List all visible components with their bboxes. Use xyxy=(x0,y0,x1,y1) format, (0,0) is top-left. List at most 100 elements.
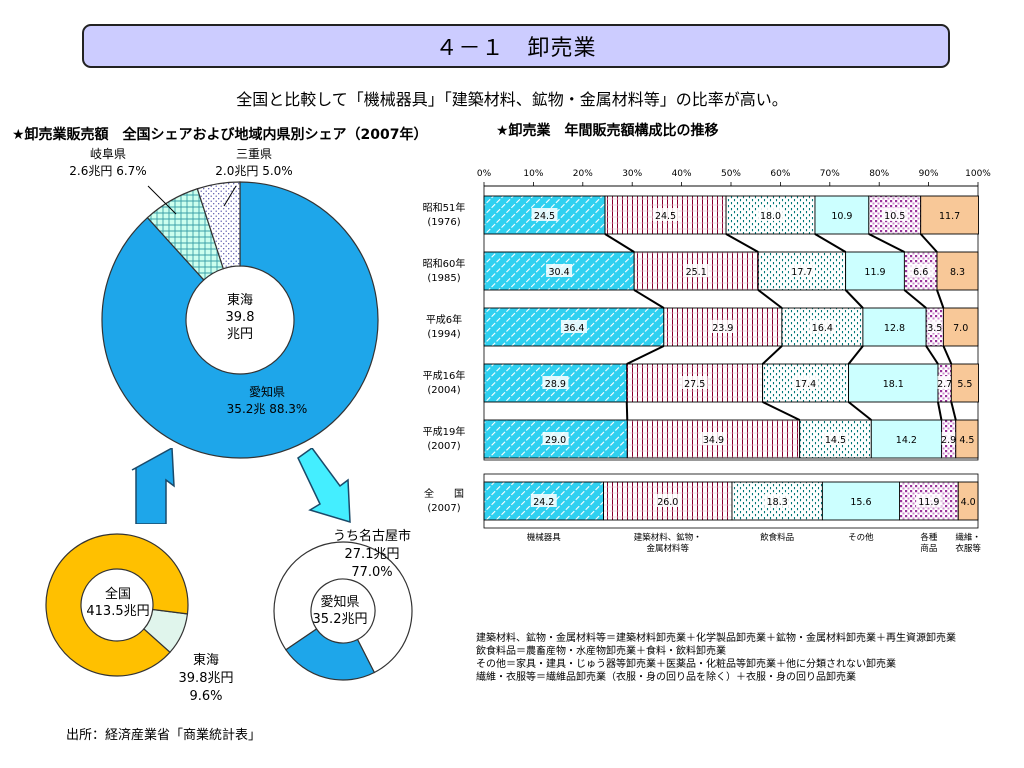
connector-line xyxy=(633,289,665,309)
aichi-center-2: 35.2兆円 xyxy=(312,612,368,627)
bar-value-label: 10.9 xyxy=(831,211,852,222)
note-line: 飲食料品＝農畜産物・水産物卸売業＋食料・飲料卸売業 xyxy=(476,646,726,657)
bar-label-background xyxy=(809,320,836,333)
bar-segment xyxy=(845,251,905,291)
tokai-center-label: 東海 39.8 兆円 xyxy=(200,292,280,343)
x-tick-label: 50% xyxy=(721,169,741,179)
bar-segment xyxy=(762,363,850,403)
bar-value-label: 28.9 xyxy=(545,379,566,390)
bar-label-background xyxy=(560,320,587,333)
connector-line xyxy=(919,233,938,253)
bar-value-label: 15.6 xyxy=(850,497,871,508)
series-label: 建築材料、鉱物・ xyxy=(634,532,702,543)
bar-value-label: 36.4 xyxy=(563,323,584,334)
x-tick-label: 70% xyxy=(820,169,840,179)
bar-label-background xyxy=(881,208,908,221)
bar-value-label: 11.7 xyxy=(939,211,960,222)
bar-segment xyxy=(870,419,942,459)
national-donut-chart xyxy=(45,533,189,677)
bar-segment xyxy=(936,251,979,291)
category-year-label: (2007) xyxy=(427,503,460,514)
gifu-value: 2.6兆円 6.7% xyxy=(69,164,147,178)
x-tick-label: 40% xyxy=(672,169,692,179)
nagoya-label: うち名古屋市 27.1兆円 77.0% xyxy=(322,528,422,582)
bar-value-label: 24.2 xyxy=(533,497,554,508)
connector-line xyxy=(942,345,953,365)
bar-value-label: 16.4 xyxy=(812,323,833,334)
bar-label-background xyxy=(941,432,956,445)
tokai-share-name: 東海 xyxy=(192,653,219,668)
page-title-text: ４－１ 卸売業 xyxy=(435,36,597,61)
bar-segment xyxy=(862,307,927,347)
bar-value-label: 11.9 xyxy=(918,497,939,508)
bar-value-label: 3.5 xyxy=(927,323,942,334)
bar-value-label: 17.7 xyxy=(791,267,812,278)
bar-label-background xyxy=(542,376,569,389)
bar-value-label: 18.1 xyxy=(883,379,904,390)
bar-value-label: 29.0 xyxy=(545,435,566,446)
bar-value-label: 4.0 xyxy=(961,497,976,508)
series-label: 飲食料品 xyxy=(760,532,794,543)
down-arrow-icon xyxy=(297,448,351,524)
bar-value-label: 6.6 xyxy=(913,267,928,278)
connector-line xyxy=(757,289,783,309)
category-year-label: (2007) xyxy=(427,441,460,452)
bar-segment xyxy=(848,363,939,403)
x-tick-label: 100% xyxy=(965,169,991,179)
connector-line xyxy=(868,233,905,253)
bar-value-label: 4.5 xyxy=(959,435,974,446)
category-year-label: (1994) xyxy=(427,329,460,340)
bar-label-background xyxy=(542,432,569,445)
page-subtitle: 全国と比較して「機械器具」「建築材料、鉱物・金属材料等」の比率が高い。 xyxy=(236,90,788,109)
donut-slice xyxy=(101,181,379,459)
bar-segment xyxy=(950,363,979,403)
bar-label-background xyxy=(652,208,679,221)
aichi-value: 35.2兆 88.3% xyxy=(226,402,308,416)
connector-line xyxy=(847,345,864,365)
bar-value-label: 24.5 xyxy=(655,211,676,222)
national-center-2: 413.5兆円 xyxy=(86,604,150,619)
donut-slice xyxy=(273,541,413,674)
series-label: 繊維・ xyxy=(955,532,981,543)
bar-value-label: 34.9 xyxy=(703,435,724,446)
mie-value: 2.0兆円 5.0% xyxy=(215,164,293,178)
connector-line xyxy=(950,401,957,421)
bar-segment xyxy=(955,419,979,459)
connector-line xyxy=(936,289,945,309)
bar-label-background xyxy=(907,264,934,277)
series-label: 衣服等 xyxy=(955,543,981,554)
x-tick-label: 10% xyxy=(523,169,543,179)
connector-line xyxy=(762,401,801,421)
bar-value-label: 18.3 xyxy=(767,497,788,508)
aichi-name: 愛知県 xyxy=(248,385,285,399)
mie-name: 三重県 xyxy=(235,147,272,161)
bar-value-label: 14.2 xyxy=(896,435,917,446)
aichi-center-1: 愛知県 xyxy=(320,595,360,610)
connector-line xyxy=(847,401,872,421)
category-year-label: (1976) xyxy=(427,217,460,228)
donut-slice xyxy=(196,181,241,270)
category-year-label: (2004) xyxy=(427,385,460,396)
category-label: 平成16年 xyxy=(423,369,466,382)
bar-label-background xyxy=(822,432,849,445)
x-tick-label: 20% xyxy=(573,169,593,179)
mie-leader-line xyxy=(223,185,237,207)
left-chart-heading: ★卸売業販売額 全国シェアおよび地域内県別シェア（2007年） xyxy=(12,127,428,143)
series-label: その他 xyxy=(848,532,874,543)
bar-value-label: 23.9 xyxy=(712,323,733,334)
note-line: その他＝家具・建具・じゅう器等卸売業＋医薬品・化粧品等卸売業＋他に分類されない卸… xyxy=(476,659,896,670)
right-chart-heading: ★卸売業 年間販売額構成比の推移 xyxy=(496,123,719,139)
tokai-center-2: 39.8 xyxy=(225,310,255,325)
category-label: 昭和51年 xyxy=(423,201,466,214)
bar-label-background xyxy=(764,494,791,507)
bar-label-background xyxy=(546,264,573,277)
bar-segment xyxy=(821,481,900,521)
bar-label-background xyxy=(937,376,952,389)
connector-line xyxy=(814,233,847,253)
bar-label-background xyxy=(709,320,736,333)
x-tick-label: 30% xyxy=(622,169,642,179)
tokai-share-label: 東海 39.8兆円 9.6% xyxy=(166,652,246,706)
up-arrow-icon xyxy=(131,448,175,524)
tokai-share-value: 39.8兆円 xyxy=(178,671,234,686)
bar-value-label: 5.5 xyxy=(957,379,972,390)
